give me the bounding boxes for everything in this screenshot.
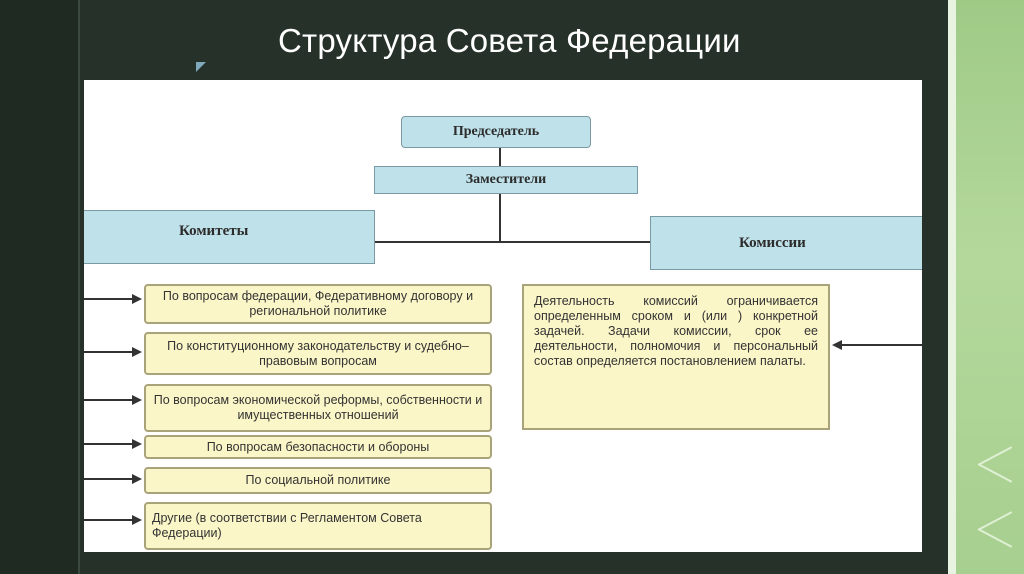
arrow-right-icon <box>132 474 142 484</box>
committee-item: По конституционному законодательству и с… <box>144 332 492 375</box>
arrow-right-icon <box>132 294 142 304</box>
arrow-line <box>84 443 134 445</box>
corner-triangle-icon <box>196 62 206 72</box>
chairman-box: Председатель <box>401 116 591 148</box>
left-sidebar-strip <box>0 0 80 574</box>
committee-item-text: По вопросам экономической реформы, собст… <box>153 393 483 422</box>
connector-chair-deputies <box>499 148 501 166</box>
committees-label: Комитеты <box>179 223 249 239</box>
arrow-line <box>84 298 134 300</box>
right-decorative-panel <box>956 0 1024 574</box>
arrow-line <box>84 519 134 521</box>
arrow-line <box>84 351 134 353</box>
arrow-right-icon <box>132 347 142 357</box>
arrow-right-icon <box>132 515 142 525</box>
chairman-label: Председатель <box>452 124 540 139</box>
commissions-description: Деятельность комиссий ограничивается опр… <box>522 284 830 430</box>
commissions-label: Комиссии <box>739 234 806 251</box>
committee-item-text: По вопросам безопасности и обороны <box>206 439 430 454</box>
connector-horizontal <box>374 241 652 243</box>
arrow-left-icon <box>832 340 842 350</box>
committee-item-text: Другие (в соответствии с Регламентом Сов… <box>152 511 422 540</box>
committee-item-text: По конституционному законодательству и с… <box>167 338 469 368</box>
arrow-line <box>84 478 134 480</box>
arrow-right-icon <box>132 395 142 405</box>
committee-item: Другие (в соответствии с Регламентом Сов… <box>144 502 492 550</box>
commissions-box: Комиссии <box>650 216 922 270</box>
right-edge-band <box>948 0 956 574</box>
org-chart: Председатель Заместители Комитеты Комисс… <box>84 80 922 552</box>
committee-item: По социальной политике <box>144 467 492 494</box>
committees-box: Комитеты <box>84 210 375 264</box>
arrow-right-icon <box>132 439 142 449</box>
arrow-line <box>84 399 134 401</box>
connector-deputies-branch <box>499 194 501 242</box>
committee-item-text: По социальной политике <box>245 473 391 487</box>
slide-title: Структура Совета Федерации <box>278 22 741 59</box>
committee-item: По вопросам экономической реформы, собст… <box>144 384 492 432</box>
committee-item: По вопросам безопасности и обороны <box>144 435 492 459</box>
left-divider-line <box>78 0 80 574</box>
deputies-box: Заместители <box>374 166 638 194</box>
arrow-line <box>842 344 922 346</box>
committee-item-text: По вопросам федерации, Федеративному дог… <box>162 289 474 318</box>
deputies-label: Заместители <box>465 172 547 187</box>
committee-item: По вопросам федерации, Федеративному дог… <box>144 284 492 324</box>
